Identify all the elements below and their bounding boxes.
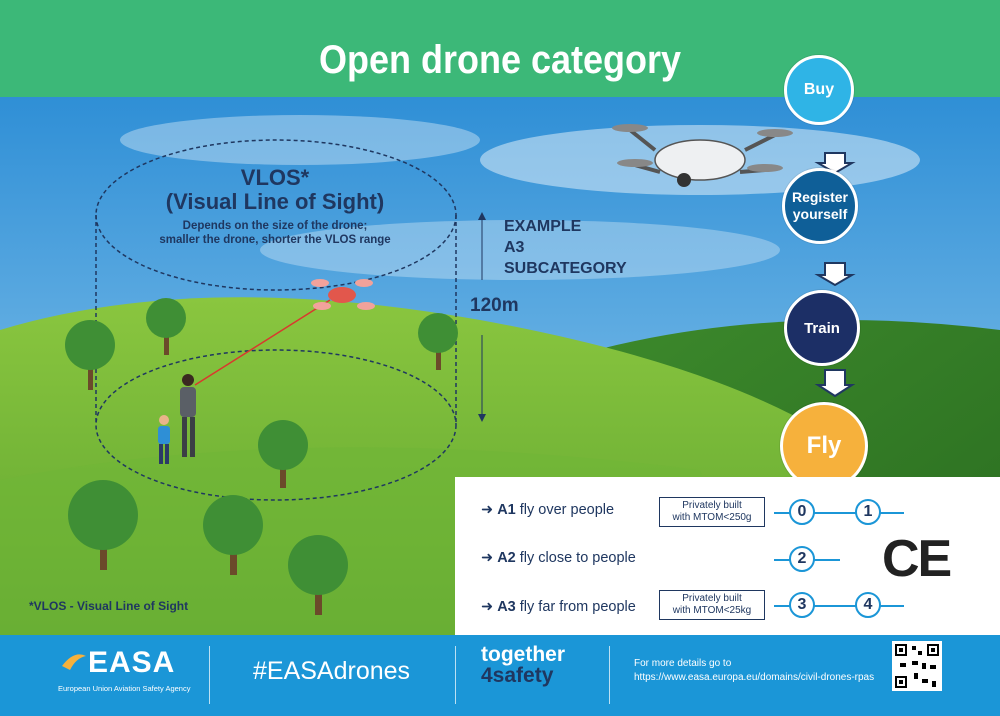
ce-mark: CE xyxy=(882,530,952,588)
category-a2: ➜ A2 fly close to people xyxy=(481,550,636,566)
vlos-title-line2: (Visual Line of Sight) xyxy=(165,189,385,214)
class-badge: 4 xyxy=(855,592,881,618)
tagline: together 4safety xyxy=(481,643,565,687)
vlos-title: VLOS* (Visual Line of Sight) xyxy=(95,166,455,214)
details-text: For more details go to https://www.easa.… xyxy=(634,658,875,683)
example-line2: A3 xyxy=(504,239,525,256)
example-line3: SUBCATEGORY xyxy=(504,260,627,277)
example-line1: EXAMPLE xyxy=(504,218,582,235)
step-register-line2: yourself xyxy=(792,206,848,222)
hashtag: #EASAdrones xyxy=(253,657,411,685)
easa-logo-icon xyxy=(60,648,86,674)
height-label: 120m xyxy=(470,295,519,316)
vlos-desc-line2: smaller the drone, shorter the VLOS rang… xyxy=(159,234,391,246)
step-train: Train xyxy=(784,290,860,366)
vlos-footnote: *VLOS - Visual Line of Sight xyxy=(29,599,189,613)
class-badge: 3 xyxy=(789,592,815,618)
class-badge: 2 xyxy=(789,546,815,572)
camera-drone-icon xyxy=(612,124,793,187)
page-title: Open drone category xyxy=(318,38,682,82)
class-badge: 1 xyxy=(855,499,881,525)
step-register-line1: Register xyxy=(791,189,849,205)
easa-logo-text: EASA xyxy=(88,646,176,679)
step-register: Register yourself xyxy=(782,168,858,244)
a3-note: Privately built with MTOM<25kg xyxy=(659,590,765,620)
example-subcategory: EXAMPLE A3 SUBCATEGORY xyxy=(504,216,627,279)
category-a3: ➜ A3 fly far from people xyxy=(481,599,636,615)
qr-code[interactable] xyxy=(892,641,942,691)
vlos-desc-line1: Depends on the size of the drone; xyxy=(182,220,368,232)
categories-panel xyxy=(455,477,1000,635)
category-a1: ➜ A1 fly over people xyxy=(481,502,615,518)
vlos-description: Depends on the size of the drone; smalle… xyxy=(95,219,455,247)
details-link[interactable]: https://www.easa.europa.eu/domains/civil… xyxy=(634,672,875,683)
footer-bar xyxy=(0,635,1000,716)
pilot-figure xyxy=(158,374,196,464)
steps-arrows xyxy=(814,152,856,398)
step-buy: Buy xyxy=(784,55,854,125)
vlos-title-line1: VLOS* xyxy=(240,165,310,190)
step-fly: Fly xyxy=(780,402,868,490)
small-drone-icon xyxy=(311,279,375,310)
class-badge: 0 xyxy=(789,499,815,525)
easa-logo-subtitle: European Union Aviation Safety Agency xyxy=(58,684,191,693)
a1-note: Privately built with MTOM<250g xyxy=(659,497,765,527)
